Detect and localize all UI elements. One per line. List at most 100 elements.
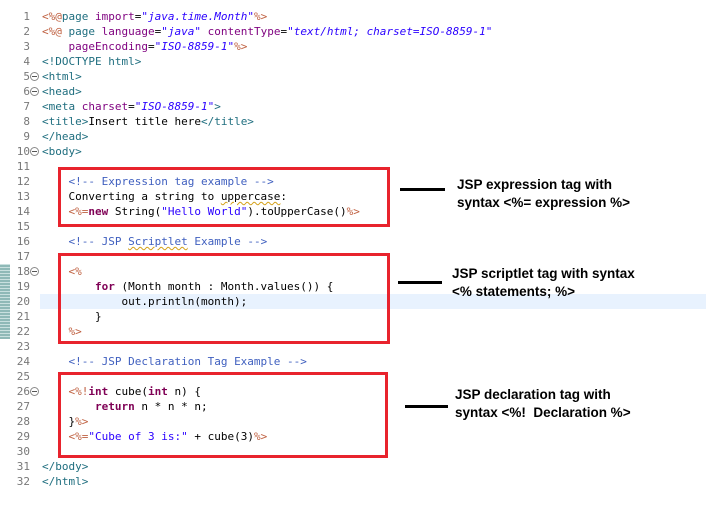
code-line[interactable]: for (Month month : Month.values()) { — [42, 279, 706, 294]
code-line[interactable]: <%@page import="java.time.Month"%> — [42, 9, 706, 24]
code-token: <%= — [68, 205, 89, 218]
code-line[interactable]: <%="Cube of 3 is:" + cube(3)%> — [42, 429, 706, 444]
code-token: <!-- Expression tag example --> — [68, 175, 274, 188]
code-line[interactable]: <%@ page language="java" contentType="te… — [42, 24, 706, 39]
code-token: <head> — [42, 85, 82, 98]
change-marker — [0, 264, 10, 279]
code-line[interactable]: return n * n * n; — [42, 399, 706, 414]
code-token: return — [94, 400, 135, 413]
code-line[interactable]: </html> — [42, 474, 706, 489]
code-token: = — [154, 25, 162, 38]
code-token: <%= — [68, 430, 89, 443]
line-number: 19 — [16, 280, 30, 293]
line-number: 28 — [16, 415, 30, 428]
code-line[interactable]: }%> — [42, 414, 706, 429]
code-line[interactable]: </body> — [42, 459, 706, 474]
code-token: } — [42, 310, 102, 323]
line-number: 8 — [23, 115, 30, 128]
change-marker — [0, 279, 10, 294]
line-number: 2 — [23, 25, 30, 38]
code-token: = — [134, 10, 142, 23]
line-number: 21 — [16, 310, 30, 323]
code-token: n * n * n; — [134, 400, 208, 413]
code-line[interactable]: %> — [42, 324, 706, 339]
scriptlet-tag-highlight-box — [58, 253, 390, 344]
declaration-tag-highlight-box — [58, 372, 388, 458]
code-token: page — [61, 10, 95, 23]
code-token: "ISO-8859-1" — [154, 40, 235, 53]
code-line[interactable]: <html> — [42, 69, 706, 84]
line-number: 6 — [23, 85, 30, 98]
code-token: = — [147, 40, 155, 53]
line-number: 3 — [23, 40, 30, 53]
code-line[interactable]: } — [42, 309, 706, 324]
line-number: 31 — [16, 460, 30, 473]
code-token: = — [128, 100, 135, 113]
fold-collapse-icon[interactable] — [30, 87, 39, 96]
code-token: page — [68, 25, 102, 38]
code-line[interactable]: <body> — [42, 144, 706, 159]
code-token: %> — [253, 430, 268, 443]
code-token: n) { — [167, 385, 201, 398]
line-number: 29 — [16, 430, 30, 443]
code-line[interactable]: <!DOCTYPE html> — [42, 54, 706, 69]
line-number: 15 — [16, 220, 30, 233]
fold-collapse-icon[interactable] — [30, 72, 39, 81]
line-number: 25 — [16, 370, 30, 383]
code-token: %> — [68, 325, 82, 338]
line-number: 27 — [16, 400, 30, 413]
code-token: language — [101, 25, 155, 38]
line-number: 17 — [16, 250, 30, 263]
code-line[interactable]: Converting a string to uppercase: — [42, 189, 706, 204]
code-line[interactable]: </head> — [42, 129, 706, 144]
code-token: <% — [68, 265, 82, 278]
code-line[interactable]: <%=new String("Hello World").toUpperCase… — [42, 204, 706, 219]
fold-collapse-icon[interactable] — [30, 267, 39, 276]
code-line[interactable]: <head> — [42, 84, 706, 99]
fold-collapse-icon[interactable] — [30, 387, 39, 396]
line-number: 14 — [16, 205, 30, 218]
code-line[interactable]: <% — [42, 264, 706, 279]
code-line[interactable]: pageEncoding="ISO-8859-1"%> — [42, 39, 706, 54]
code-line[interactable]: out.println(month); — [42, 294, 706, 309]
code-line[interactable]: <meta charset="ISO-8859-1"> — [42, 99, 706, 114]
code-token: } — [42, 415, 76, 428]
expression-tag-annotation: JSP expression tag with syntax <%= expre… — [457, 177, 630, 210]
declaration-tag-annotation: JSP declaration tag with syntax <%! Decl… — [455, 387, 631, 420]
code-line[interactable]: <title>Insert title here</title> — [42, 114, 706, 129]
code-token: Converting a string to — [42, 190, 221, 203]
code-token: %> — [234, 40, 248, 53]
fold-collapse-icon[interactable] — [30, 147, 39, 156]
line-number: 11 — [16, 160, 30, 173]
code-token: %> — [346, 205, 360, 218]
code-token: </head> — [42, 130, 89, 143]
code-token: "java" — [161, 25, 201, 38]
code-line[interactable]: <!-- Expression tag example --> — [42, 174, 706, 189]
code-token: Scriptlet — [128, 235, 188, 248]
code-token: Insert title here — [88, 115, 201, 128]
code-line[interactable]: <%!int cube(int n) { — [42, 384, 706, 399]
code-token: <!-- JSP — [68, 235, 129, 248]
change-marker — [0, 294, 10, 309]
code-token: pageEncoding — [42, 40, 148, 53]
code-token: contentType — [200, 25, 281, 38]
code-token — [42, 235, 69, 248]
code-line[interactable]: <!-- JSP Declaration Tag Example --> — [42, 354, 706, 369]
code-token: Example --> — [187, 235, 268, 248]
code-token: : — [280, 190, 288, 203]
code-token: </title> — [200, 115, 254, 128]
code-line[interactable]: <!-- JSP Scriptlet Example --> — [42, 234, 706, 249]
code-token: "Hello World" — [161, 205, 248, 218]
code-token: <body> — [42, 145, 82, 158]
line-number: 16 — [16, 235, 30, 248]
code-token: int — [148, 385, 168, 398]
code-token: = — [280, 25, 288, 38]
code-token: > — [214, 100, 221, 113]
code-token: <%! — [68, 385, 89, 398]
code-token: "Cube of 3 is:" — [88, 430, 188, 443]
change-marker — [0, 309, 10, 324]
line-number: 12 — [16, 175, 30, 188]
line-number: 30 — [16, 445, 30, 458]
